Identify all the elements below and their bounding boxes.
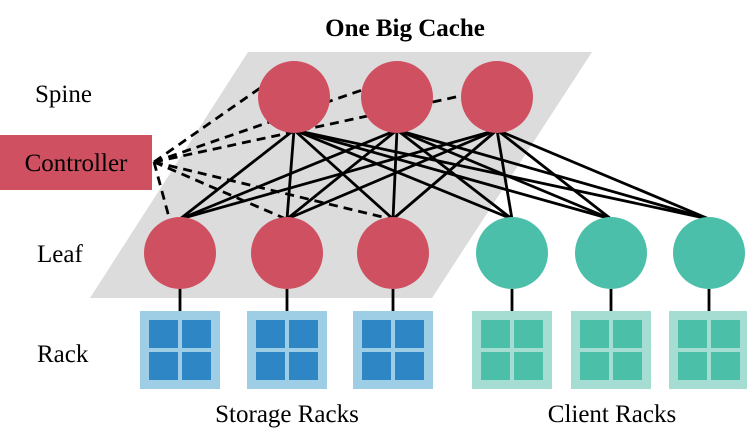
rack-server bbox=[613, 320, 642, 348]
spine-leaf-link bbox=[496, 128, 710, 221]
client-racks-label: Client Racks bbox=[548, 401, 676, 428]
nodes-layer bbox=[140, 61, 747, 389]
controller[interactable]: Controller bbox=[0, 135, 152, 190]
controller-link bbox=[153, 93, 466, 164]
client-rack-5[interactable] bbox=[571, 311, 651, 389]
controller-link bbox=[153, 84, 264, 164]
rack-server bbox=[481, 352, 510, 380]
spine-switch-3[interactable] bbox=[461, 61, 533, 133]
controller-link bbox=[153, 87, 366, 164]
rack-server bbox=[395, 320, 424, 348]
spine-label: Spine bbox=[35, 81, 92, 108]
rack-server bbox=[678, 352, 707, 380]
spine-leaf-link bbox=[179, 128, 398, 221]
storage-rack-2[interactable] bbox=[247, 311, 327, 389]
spine-leaf-link bbox=[179, 128, 295, 221]
controller-link bbox=[153, 160, 287, 221]
rack-server bbox=[149, 320, 178, 348]
client-leaf-switch-5[interactable] bbox=[575, 217, 647, 289]
rack-server bbox=[256, 320, 285, 348]
rack-server bbox=[149, 352, 178, 380]
rack-server bbox=[395, 352, 424, 380]
storage-leaf-switch-2[interactable] bbox=[251, 217, 323, 289]
spine-leaf-link bbox=[496, 128, 612, 221]
rack-server bbox=[362, 320, 391, 348]
rack-server bbox=[289, 352, 318, 380]
spine-leaf-link bbox=[495, 129, 514, 220]
rack-server bbox=[711, 320, 740, 348]
client-leaf-switch-6[interactable] bbox=[673, 217, 745, 289]
rack-server bbox=[613, 352, 642, 380]
rack-server bbox=[481, 320, 510, 348]
leaf-label: Leaf bbox=[37, 241, 83, 268]
client-rack-6[interactable] bbox=[669, 311, 747, 389]
spine-leaf-link bbox=[293, 128, 513, 221]
rack-server bbox=[580, 352, 609, 380]
rack-server bbox=[289, 320, 318, 348]
spine-leaf-link bbox=[392, 128, 498, 221]
storage-leaf-switch-1[interactable] bbox=[144, 217, 216, 289]
client-leaf-switch-4[interactable] bbox=[476, 217, 548, 289]
spine-leaf-link bbox=[396, 128, 513, 221]
rack-server bbox=[711, 352, 740, 380]
rack-server bbox=[182, 320, 211, 348]
spine-leaf-link bbox=[286, 128, 498, 221]
storage-leaf-switch-3[interactable] bbox=[357, 217, 429, 289]
spine-switch-2[interactable] bbox=[361, 61, 433, 133]
client-rack-4[interactable] bbox=[472, 311, 552, 389]
controller-box bbox=[0, 135, 152, 190]
storage-rack-3[interactable] bbox=[353, 311, 433, 389]
rack-label: Rack bbox=[37, 341, 89, 368]
spine-leaf-link bbox=[179, 128, 498, 221]
rack-server bbox=[514, 352, 543, 380]
rack-server bbox=[580, 320, 609, 348]
rack-server bbox=[182, 352, 211, 380]
storage-rack-1[interactable] bbox=[140, 311, 220, 389]
controller-label: Controller bbox=[25, 150, 128, 177]
controller-link bbox=[153, 160, 392, 221]
spine-switch-1[interactable] bbox=[258, 61, 330, 133]
links-layer bbox=[152, 84, 711, 312]
storage-racks-label: Storage Racks bbox=[215, 401, 359, 428]
controller-link bbox=[152, 161, 172, 222]
diagram-title: One Big Cache bbox=[325, 15, 485, 42]
rack-server bbox=[362, 352, 391, 380]
rack-server bbox=[514, 320, 543, 348]
rack-server bbox=[256, 352, 285, 380]
rack-server bbox=[678, 320, 707, 348]
